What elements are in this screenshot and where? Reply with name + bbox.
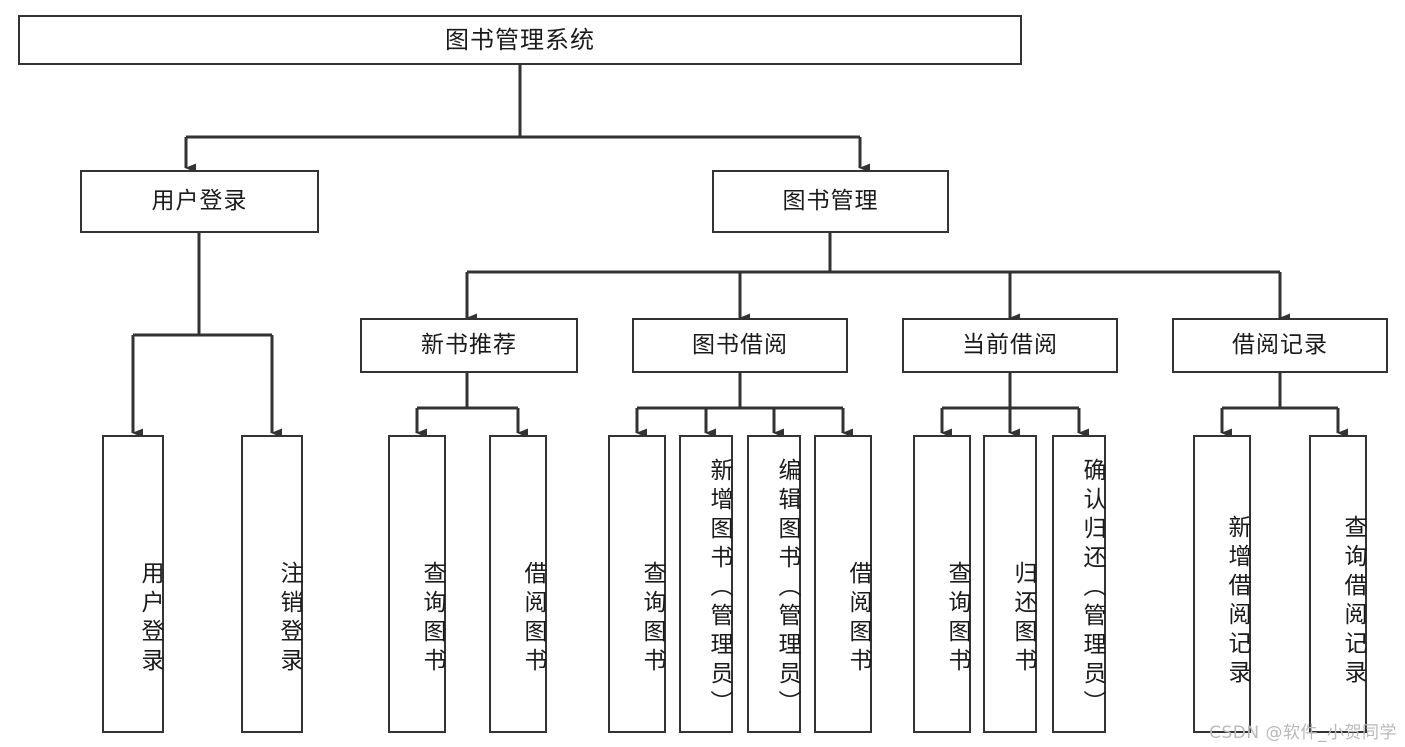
node-leaf-query-book-3[interactable]: 查询图书: [913, 435, 971, 733]
node-leaf-user-login[interactable]: 用户登录: [102, 435, 164, 733]
node-leaf-borrow-book-2[interactable]: 借阅图书: [814, 435, 872, 733]
node-leaf-confirm-return[interactable]: 确认归还（管理员）: [1052, 435, 1106, 733]
node-current-borrow[interactable]: 当前借阅: [902, 318, 1118, 373]
node-leaf-edit-book[interactable]: 编辑图书（管理员）: [747, 435, 801, 733]
node-leaf-query-book-1[interactable]: 查询图书: [388, 435, 446, 733]
node-book-management[interactable]: 图书管理: [712, 170, 949, 233]
node-leaf-return-book[interactable]: 归还图书: [983, 435, 1037, 733]
node-leaf-add-record[interactable]: 新增借阅记录: [1193, 435, 1251, 733]
node-root-system[interactable]: 图书管理系统: [18, 15, 1022, 65]
node-leaf-logout-login[interactable]: 注销登录: [241, 435, 303, 733]
node-user-login[interactable]: 用户登录: [80, 170, 319, 233]
node-leaf-query-record[interactable]: 查询借阅记录: [1309, 435, 1367, 733]
node-leaf-add-book[interactable]: 新增图书（管理员）: [679, 435, 733, 733]
node-leaf-query-book-2[interactable]: 查询图书: [608, 435, 666, 733]
node-book-borrow[interactable]: 图书借阅: [632, 318, 848, 373]
node-new-book-recommend[interactable]: 新书推荐: [360, 318, 578, 373]
node-borrow-record[interactable]: 借阅记录: [1172, 318, 1388, 373]
csdn-watermark: CSDN @软件_小贺同学: [1209, 723, 1397, 743]
node-leaf-borrow-book-1[interactable]: 借阅图书: [489, 435, 547, 733]
